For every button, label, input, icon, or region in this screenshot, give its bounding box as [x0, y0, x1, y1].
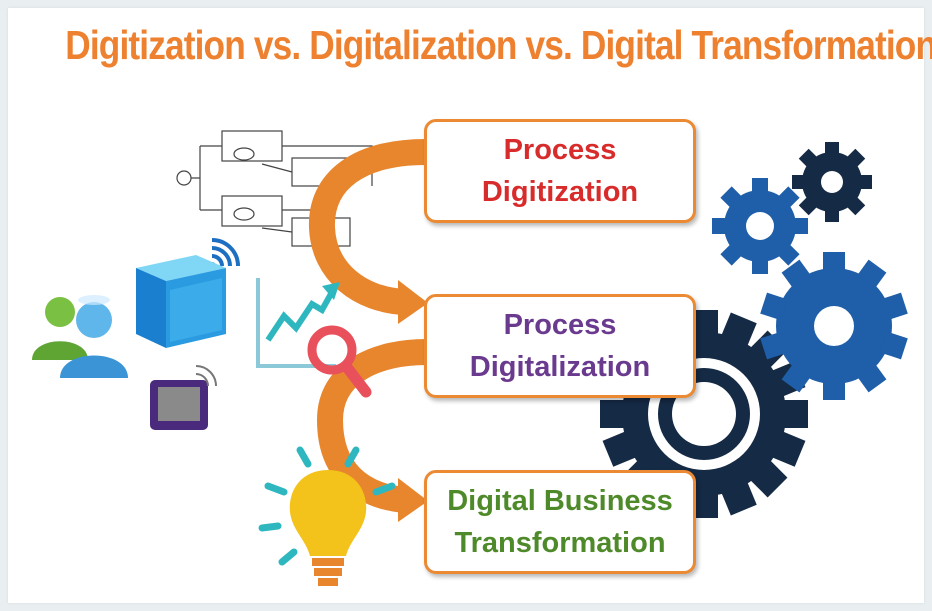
cube-icon	[136, 255, 226, 348]
users-icon	[32, 295, 128, 378]
stage-process-digitalization: Process Digitalization	[424, 294, 696, 398]
stage-3-line-1: Digital Business	[447, 484, 673, 517]
process-flowchart-icon	[176, 130, 373, 247]
stage-3-line-2: Transformation	[454, 527, 666, 559]
stage-1-line-2: Digitization	[481, 176, 639, 208]
magnifier-icon	[307, 325, 372, 398]
stage-1-line-1: Process	[503, 133, 617, 166]
stage-2-line-1: Process	[503, 308, 617, 341]
tablet-icon	[150, 365, 217, 430]
trend-chart-icon	[256, 278, 340, 368]
lightbulb-icon	[258, 446, 396, 586]
stage-process-digitization: Process Digitization	[424, 119, 696, 223]
stage-digital-business-transformation: Digital Business Transformation	[424, 470, 696, 574]
stage-2-line-2: Digitalization	[469, 351, 651, 383]
flow-arrows	[308, 139, 428, 522]
gears-icon	[600, 142, 908, 518]
diagram-title: Digitization vs. Digitalization vs. Digi…	[65, 22, 932, 68]
